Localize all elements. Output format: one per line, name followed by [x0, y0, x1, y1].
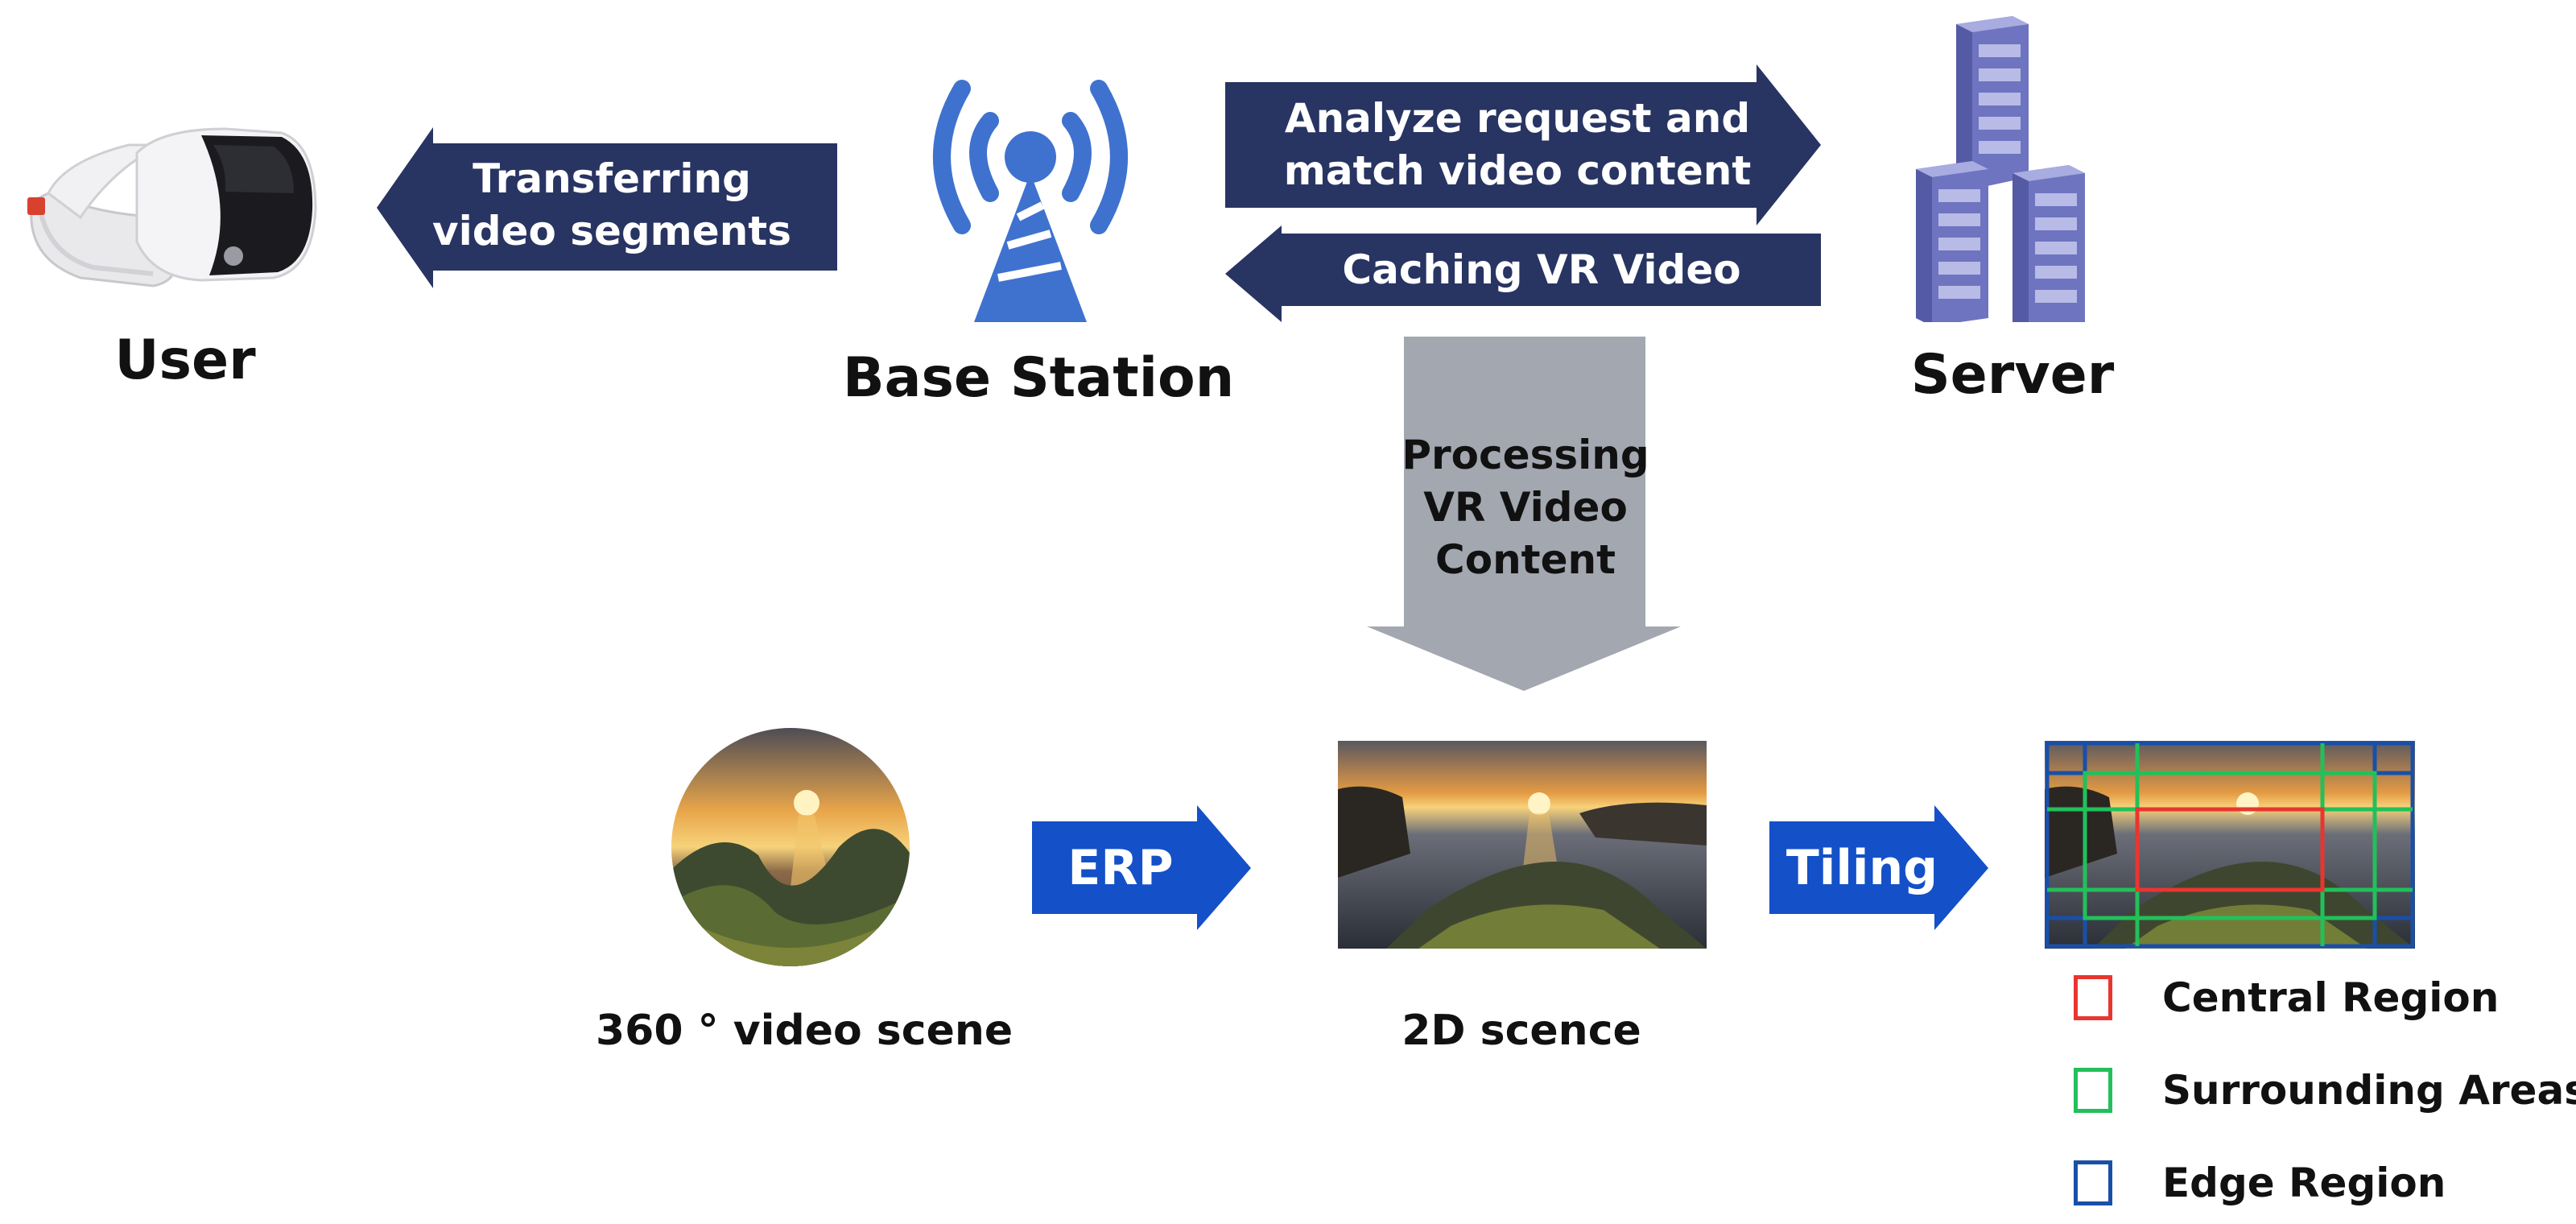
2d-scene-image [1338, 741, 1707, 949]
processing-label: Processing VR Video Content [1402, 431, 1649, 583]
legend-edge: Edge Region [2074, 1160, 2446, 1206]
caching-label: Caching VR Video [1342, 246, 1741, 293]
erp-label: ERP [1067, 839, 1174, 896]
erp-arrow [1032, 805, 1251, 930]
legend-central-label: Central Region [2162, 974, 2500, 1021]
transfer-label: Transferring video segments [432, 155, 791, 254]
analyze-arrow [1225, 64, 1821, 225]
tiling-arrow [1769, 805, 1988, 930]
tiled-scene-image [2045, 741, 2415, 949]
caching-arrow [1225, 225, 1821, 322]
legend-edge-swatch [2074, 1160, 2112, 1205]
legend-edge-label: Edge Region [2162, 1160, 2446, 1206]
2d-scene-caption: 2D scence [1402, 1007, 1641, 1055]
user-label: User [114, 329, 256, 392]
legend-surrounding-swatch [2074, 1068, 2112, 1113]
server-label: Server [1910, 343, 2115, 407]
analyze-label: Analyze request and match video content [1283, 95, 1752, 194]
legend-surrounding-label: Surrounding Areas [2162, 1067, 2576, 1114]
base-station-label: Base Station [842, 346, 1235, 410]
processing-arrow [1367, 337, 1681, 691]
vr-headset-icon [16, 97, 322, 290]
server-icon [1916, 16, 2109, 330]
legend-central-swatch [2074, 975, 2112, 1020]
360-scene-image [670, 726, 911, 968]
360-scene-caption: 360 ° video scene [596, 1007, 1013, 1055]
transfer-arrow [377, 127, 837, 288]
legend-surrounding: Surrounding Areas [2074, 1067, 2576, 1114]
tiling-label: Tiling [1785, 839, 1938, 896]
legend-central: Central Region [2074, 974, 2499, 1021]
cell-tower-icon [918, 72, 1143, 330]
